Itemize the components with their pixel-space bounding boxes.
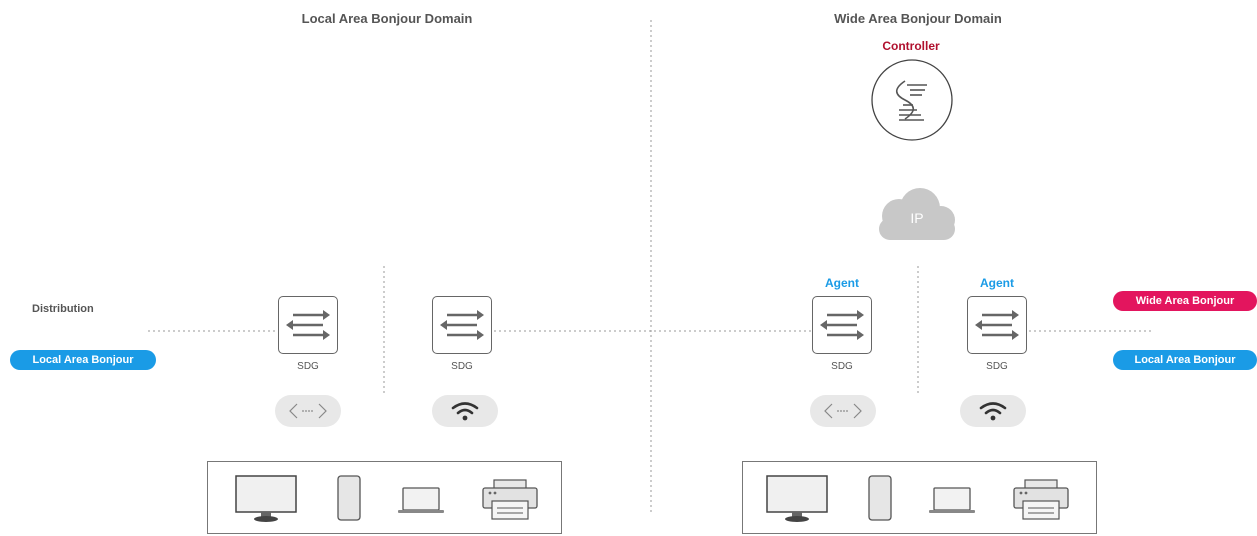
distribution-label: Distribution — [32, 303, 94, 315]
sdg-label-1: SDG — [297, 361, 319, 372]
sdg-switch-4 — [967, 296, 1027, 354]
endpoint-group-1 — [207, 461, 562, 534]
laptop-icon — [929, 487, 975, 513]
switch-arrows-icon — [975, 310, 1019, 340]
wide-domain-title: Wide Area Bonjour Domain — [834, 11, 1002, 26]
wifi-access-pill-1 — [432, 395, 498, 427]
sdg-label-3: SDG — [831, 361, 853, 372]
switch-arrows-icon — [820, 310, 864, 340]
sdg-switch-3 — [812, 296, 872, 354]
laptop-icon — [398, 487, 444, 513]
wide-area-bonjour-badge: Wide Area Bonjour — [1113, 291, 1257, 311]
wifi-access-pill-2 — [960, 395, 1026, 427]
tablet-icon — [337, 475, 361, 521]
endpoint-group-2 — [742, 461, 1097, 534]
wired-access-pill-2 — [810, 395, 876, 427]
wifi-icon — [451, 402, 479, 421]
switch-arrows-icon — [286, 310, 330, 340]
sdg-switch-1 — [278, 296, 338, 354]
controller-label: Controller — [882, 39, 940, 53]
local-area-bonjour-badge-right: Local Area Bonjour — [1113, 350, 1257, 370]
ip-cloud-icon — [879, 188, 955, 240]
monitor-icon — [766, 475, 828, 522]
local-area-bonjour-badge-left: Local Area Bonjour — [10, 350, 156, 370]
wifi-icon — [979, 402, 1007, 421]
agent-label-2: Agent — [980, 276, 1014, 290]
local-domain-title: Local Area Bonjour Domain — [301, 11, 473, 26]
agent-label-1: Agent — [825, 276, 859, 290]
tablet-icon — [868, 475, 892, 521]
sdg-switch-2 — [432, 296, 492, 354]
printer-icon — [482, 479, 538, 520]
wired-icon — [289, 403, 327, 419]
wired-access-pill-1 — [275, 395, 341, 427]
monitor-icon — [235, 475, 297, 522]
switch-arrows-icon — [440, 310, 484, 340]
printer-icon — [1013, 479, 1069, 520]
controller-icon — [871, 59, 953, 141]
sdg-label-4: SDG — [986, 361, 1008, 372]
sdg-label-2: SDG — [451, 361, 473, 372]
wired-icon — [824, 403, 862, 419]
ip-label: IP — [910, 210, 924, 226]
